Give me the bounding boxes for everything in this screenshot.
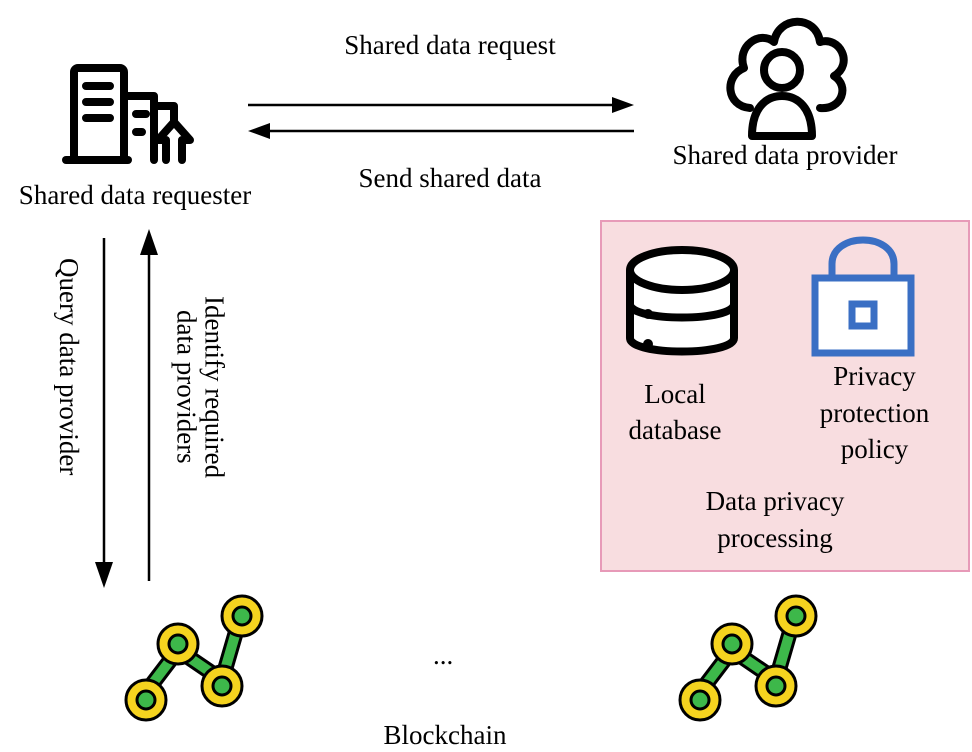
blockchain-icon-right <box>678 594 818 722</box>
cloud-user-icon <box>726 17 848 140</box>
identify-label-line2: data providers <box>171 310 202 464</box>
identify-label-line1: Identify required <box>199 295 230 479</box>
query-label: Query data provider <box>54 258 84 476</box>
send-arrow <box>248 123 634 139</box>
privacy-panel-title-line2: processing <box>717 522 833 553</box>
query-arrow <box>95 238 113 588</box>
blockchain-label: Blockchain <box>383 720 507 750</box>
privacy-policy-line3: policy <box>840 434 909 465</box>
request-arrow <box>248 97 634 113</box>
requester-label: Shared data requester <box>18 180 252 210</box>
privacy-policy-line2: protection <box>819 397 930 428</box>
identify-label: Identify required data providers <box>171 282 230 492</box>
privacy-panel-title-line1: Data privacy <box>705 486 845 516</box>
local-database-line2: database <box>628 415 722 446</box>
database-icon <box>626 246 738 356</box>
privacy-policy-line1: Privacy <box>833 361 916 391</box>
building-icon <box>62 64 194 164</box>
request-label: Shared data request <box>344 30 556 60</box>
local-database-label: Local database <box>600 376 750 449</box>
privacy-panel-title: Data privacy processing <box>680 483 870 556</box>
local-database-line1: Local <box>644 379 706 409</box>
send-label: Send shared data <box>358 163 542 193</box>
blockchain-icon-left <box>124 594 264 722</box>
lock-icon <box>811 236 915 357</box>
blockchain-ellipsis: ... <box>433 640 454 670</box>
provider-label: Shared data provider <box>672 140 898 170</box>
identify-arrow <box>140 229 158 581</box>
privacy-policy-label: Privacy protection policy <box>792 358 957 468</box>
